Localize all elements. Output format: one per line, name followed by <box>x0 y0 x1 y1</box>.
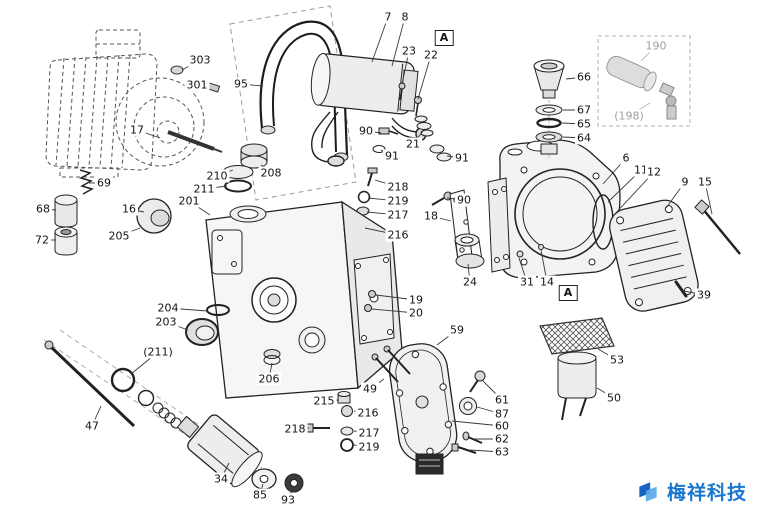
leader-line <box>374 179 399 188</box>
leader-line <box>216 169 234 177</box>
vibration-foot-drawing <box>557 351 597 421</box>
leader-line <box>665 181 686 209</box>
leader-line <box>203 185 228 190</box>
leader-line <box>188 200 211 216</box>
leader-line <box>607 169 642 203</box>
cover-hardware-drawing <box>451 370 486 455</box>
watermark: 梅祥科技 <box>635 478 747 505</box>
oil-separator-drawing <box>310 52 419 115</box>
gasket-drawing <box>449 189 485 269</box>
leader-line <box>683 290 705 296</box>
watermark-text: 梅祥科技 <box>666 482 747 504</box>
bottom-cover-drawing <box>371 343 458 475</box>
motor-shaft-drawing <box>167 65 223 153</box>
leader-line <box>260 164 272 174</box>
bottom-fittings-drawing <box>305 391 354 452</box>
leader-line <box>167 307 208 312</box>
leader-line <box>565 76 585 80</box>
leader-line <box>118 227 141 237</box>
leader-line <box>366 211 399 216</box>
leader-line <box>417 54 432 100</box>
leader-line <box>268 362 273 380</box>
pump-head-drawing <box>487 139 621 279</box>
motor-drawing <box>45 29 205 178</box>
leader-line <box>518 257 528 283</box>
leader-line <box>353 430 370 434</box>
leader-line <box>482 380 503 401</box>
watermark-logo-icon <box>639 481 657 502</box>
left-small-parts-drawing <box>54 169 172 256</box>
leader-line <box>561 122 585 125</box>
leader-line <box>446 197 465 201</box>
separator-fittings-drawing <box>398 82 422 117</box>
leader-line <box>365 130 382 134</box>
leader-line <box>42 208 57 211</box>
leader-line <box>430 215 452 222</box>
mesh-screen-drawing <box>539 317 615 355</box>
leader-line <box>476 406 503 415</box>
leader-line <box>401 50 410 85</box>
leader-line <box>540 249 548 283</box>
leader-line <box>467 263 471 283</box>
leader-line <box>130 351 159 375</box>
leader-line <box>602 157 627 185</box>
leader-line <box>136 129 161 139</box>
leader-line <box>704 181 713 215</box>
leader-line <box>380 149 393 157</box>
leader-line <box>367 197 399 202</box>
leader-line <box>375 294 417 301</box>
cover-screw-drawing <box>674 199 741 298</box>
leader-line <box>165 321 189 331</box>
leader-line <box>469 449 503 453</box>
leader-line <box>628 102 651 117</box>
leader-line <box>451 420 503 427</box>
leader-line <box>369 378 385 390</box>
leader-line <box>597 348 618 361</box>
leader-line <box>436 329 458 346</box>
leader-line <box>196 84 210 88</box>
leader-line <box>287 487 294 501</box>
accessory-box-drawing <box>597 35 691 127</box>
leader-line <box>412 130 424 145</box>
leader-line <box>446 155 463 159</box>
leader-line <box>240 83 264 87</box>
leader-line <box>364 227 399 236</box>
leader-line <box>128 208 145 213</box>
leader-line <box>353 410 369 414</box>
leader-line <box>371 308 417 314</box>
rod-assembly-drawing <box>43 329 304 493</box>
leader-line <box>353 444 370 448</box>
leader-line <box>181 59 201 71</box>
leader-line <box>323 399 340 402</box>
leader-line <box>220 462 230 480</box>
leader-line <box>596 387 615 399</box>
leader-line <box>371 16 389 63</box>
leader-line <box>391 16 406 67</box>
leader-line <box>91 405 102 427</box>
leader-line <box>562 136 585 139</box>
leader-line <box>294 427 310 430</box>
oil-fill-stack-drawing <box>533 59 565 158</box>
leader-line <box>612 171 655 217</box>
leader-line <box>640 45 657 62</box>
leader-line <box>259 483 264 496</box>
